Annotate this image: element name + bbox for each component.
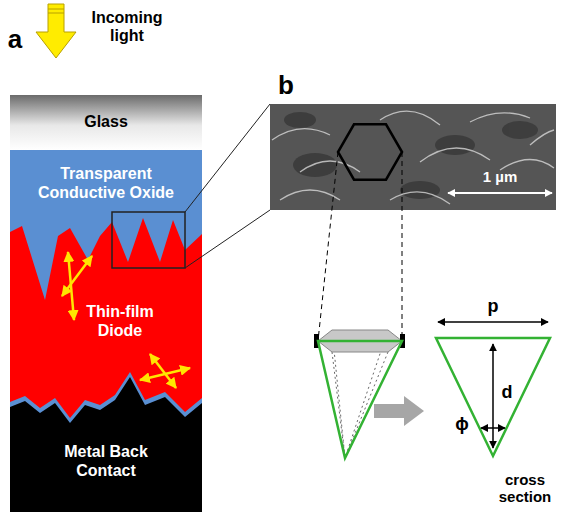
layer-name: Metal Back Contact [46, 443, 166, 481]
hexagon-outline [338, 124, 402, 179]
tco-layer [10, 150, 202, 300]
metal-band: Metal Back Contact [46, 443, 166, 481]
dimension-label: d [499, 382, 515, 403]
view-label: cross section [487, 471, 563, 506]
light-label: Incoming light [81, 9, 173, 46]
scatter-arrow [140, 368, 190, 380]
panel-letter: a [2, 25, 28, 55]
diode-band: Thin-film Diode [78, 303, 162, 341]
diode-layer [10, 150, 202, 440]
zoom-box [112, 212, 185, 268]
scatter-arrow [62, 256, 92, 296]
layer-name: Glass [21, 113, 191, 132]
layer-name: Thin-film Diode [78, 303, 162, 341]
layer-name: Transparent Conductive Oxide [31, 165, 181, 203]
dimension-arrow [438, 321, 548, 323]
pyramid-outline [318, 341, 402, 458]
metal-layer [10, 377, 202, 512]
tco-band: Transparent Conductive Oxide [31, 165, 181, 203]
scale-bar [448, 192, 552, 194]
zoom-line [185, 104, 270, 212]
glass-band: Glass [21, 113, 191, 132]
dimension-label: p [483, 296, 503, 317]
sem-texture [272, 111, 554, 204]
angle-label: ϕ [454, 414, 470, 435]
back-tco-layer [10, 372, 202, 512]
zoom-line [185, 210, 270, 268]
scatter-arrow [150, 354, 176, 388]
scale-label: 1 µm [470, 168, 530, 185]
light-arrow-stripe [48, 13, 64, 14]
sem-texture [284, 112, 538, 199]
light-arrow-stripe [48, 9, 64, 10]
projection-line [318, 152, 338, 341]
dimension-arrow [492, 344, 494, 448]
light-arrow [36, 4, 76, 58]
glass-layer [10, 95, 202, 150]
projection-line [402, 152, 403, 341]
cross-section-triangle [436, 338, 550, 456]
sem-image [270, 104, 556, 210]
transition-arrow [374, 396, 424, 426]
panel-letter: b [274, 71, 298, 101]
angle-arrow [481, 427, 505, 429]
